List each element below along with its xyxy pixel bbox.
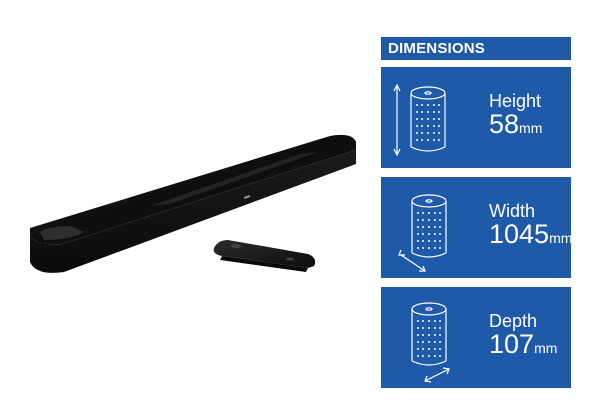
width-value: 1045 xyxy=(489,219,550,249)
width-value-row: 1045mm xyxy=(489,221,571,252)
height-text: Height 58mm xyxy=(489,91,571,142)
height-value-row: 58mm xyxy=(489,111,571,142)
depth-value-row: 107mm xyxy=(489,331,571,362)
vertical-arrow-icon xyxy=(393,83,401,157)
product-image-area xyxy=(30,134,356,273)
height-label: Height xyxy=(489,91,542,111)
height-unit: mm xyxy=(519,120,543,136)
depth-text: Depth 107mm xyxy=(489,311,571,362)
depth-unit: mm xyxy=(534,340,558,356)
speaker-cylinder-icon xyxy=(411,302,450,383)
speaker-cylinder-icon xyxy=(398,194,447,272)
width-card: Width 1045mm xyxy=(381,177,571,278)
width-unit: mm xyxy=(549,230,571,246)
height-value: 58 xyxy=(489,109,520,139)
diagonal-arrow-icon xyxy=(424,367,450,383)
diagonal-arrow-icon xyxy=(398,249,426,272)
width-text: Width 1045mm xyxy=(489,201,571,252)
depth-card: Depth 107mm xyxy=(381,287,571,388)
height-card: Height 58mm xyxy=(381,67,571,168)
width-label: Width xyxy=(489,201,536,221)
depth-value: 107 xyxy=(489,329,535,359)
soundbar-image xyxy=(30,134,356,273)
depth-label: Depth xyxy=(489,311,538,331)
dimensions-header: DIMENSIONS xyxy=(381,37,571,60)
speaker-cylinder-icon xyxy=(393,83,446,157)
